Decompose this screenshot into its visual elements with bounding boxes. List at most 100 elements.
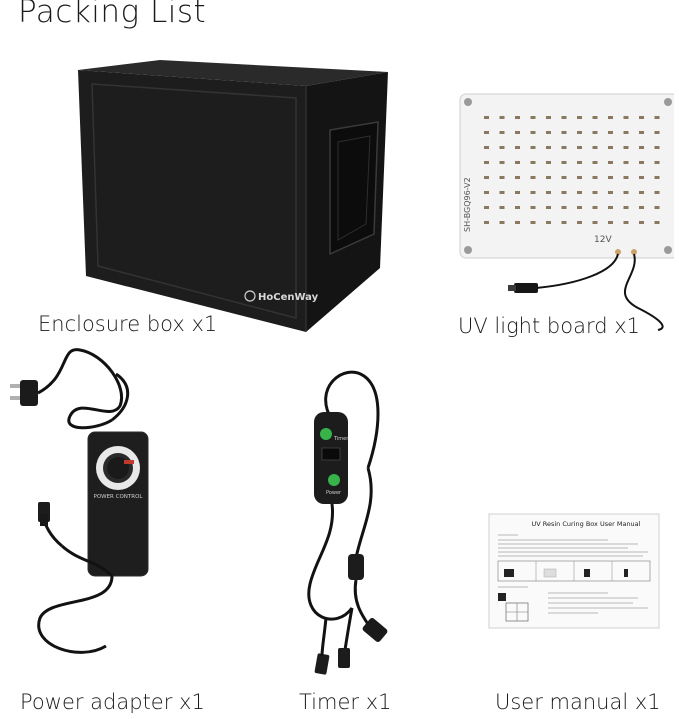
led-chip — [577, 176, 582, 179]
enclosure-box-image: HoCenWay — [74, 58, 392, 338]
led-chip — [639, 176, 644, 179]
led-chip — [577, 116, 582, 119]
led-chip — [546, 161, 551, 164]
led-chip — [654, 176, 660, 179]
led-chip — [577, 131, 582, 134]
led-chip — [499, 221, 505, 224]
led-chip — [530, 221, 536, 224]
led-chip — [530, 131, 536, 134]
led-chip — [654, 116, 660, 119]
led-chip — [623, 146, 629, 149]
led-chip — [515, 221, 520, 224]
caption-uv-light-board: UV light board x1 — [458, 314, 641, 338]
led-chip — [530, 206, 536, 209]
manual-title-text: UV Resin Curing Box User Manual — [532, 520, 641, 528]
timer-bottom-label: Power — [326, 490, 342, 496]
uv-light-board-image: SH-BGQ96-V2 12V — [458, 92, 674, 336]
led-chip — [484, 131, 489, 134]
led-chip — [592, 146, 598, 149]
led-chip — [561, 191, 567, 194]
led-chip — [546, 116, 551, 119]
led-chip — [484, 176, 489, 179]
led-chip — [608, 176, 613, 179]
led-chip — [546, 221, 551, 224]
led-chip — [515, 131, 520, 134]
led-chip — [484, 116, 489, 119]
led-chip — [639, 221, 644, 224]
led-chip — [623, 221, 629, 224]
led-chip — [499, 146, 505, 149]
led-chip — [530, 191, 536, 194]
led-chip — [639, 131, 644, 134]
led-chip — [592, 206, 598, 209]
led-chip — [623, 131, 629, 134]
led-chip — [608, 116, 613, 119]
led-chip — [484, 161, 489, 164]
led-chip — [608, 146, 613, 149]
led-chip — [546, 176, 551, 179]
led-chip — [530, 146, 536, 149]
led-chip — [592, 116, 598, 119]
led-chip — [515, 146, 520, 149]
led-chip — [499, 176, 505, 179]
led-chip — [654, 146, 660, 149]
led-chip — [530, 161, 536, 164]
led-chip — [484, 206, 489, 209]
caption-enclosure-box: Enclosure box x1 — [38, 312, 218, 336]
led-chip — [546, 146, 551, 149]
led-chip — [546, 191, 551, 194]
led-chip — [499, 116, 505, 119]
led-chip — [546, 206, 551, 209]
led-chip — [577, 191, 582, 194]
led-chip — [639, 191, 644, 194]
led-chip — [561, 176, 567, 179]
caption-power-adapter: Power adapter x1 — [20, 690, 205, 714]
timer-top-label: Timer — [333, 436, 349, 442]
led-chip — [592, 131, 598, 134]
led-chip — [592, 221, 598, 224]
led-chip — [530, 176, 536, 179]
led-chip — [484, 191, 489, 194]
led-chip — [654, 206, 660, 209]
led-chip — [639, 146, 644, 149]
led-chip — [546, 131, 551, 134]
led-chip — [515, 161, 520, 164]
led-chip — [561, 131, 567, 134]
led-chip — [499, 206, 505, 209]
led-chip — [608, 131, 613, 134]
caption-user-manual: User manual x1 — [495, 690, 661, 714]
led-chip — [623, 191, 629, 194]
led-chip — [654, 221, 660, 224]
led-chip — [623, 206, 629, 209]
led-chip — [654, 161, 660, 164]
led-chip — [654, 131, 660, 134]
led-chip — [623, 176, 629, 179]
led-chip — [577, 206, 582, 209]
led-chip — [608, 191, 613, 194]
led-chip — [577, 221, 582, 224]
led-chip — [608, 161, 613, 164]
led-chip — [639, 116, 644, 119]
led-chip — [484, 146, 489, 149]
led-chip — [639, 161, 644, 164]
led-chip — [515, 191, 520, 194]
led-chip — [499, 191, 505, 194]
led-chip — [484, 221, 489, 224]
user-manual-image: UV Resin Curing Box User Manual — [488, 513, 660, 629]
led-chip — [530, 116, 536, 119]
led-chip — [515, 206, 520, 209]
led-chip — [561, 116, 567, 119]
led-chip — [561, 161, 567, 164]
board-code-text: SH-BGQ96-V2 — [463, 177, 472, 232]
timer-image: Timer Power — [292, 368, 394, 680]
adapter-label-text: POWER CONTROL — [94, 494, 144, 500]
led-chip — [623, 116, 629, 119]
led-chip — [608, 206, 613, 209]
led-chip — [623, 161, 629, 164]
led-chip — [515, 176, 520, 179]
led-chip — [561, 146, 567, 149]
caption-timer: Timer x1 — [299, 690, 392, 714]
led-chip — [654, 191, 660, 194]
led-chip — [561, 221, 567, 224]
led-chip — [499, 161, 505, 164]
